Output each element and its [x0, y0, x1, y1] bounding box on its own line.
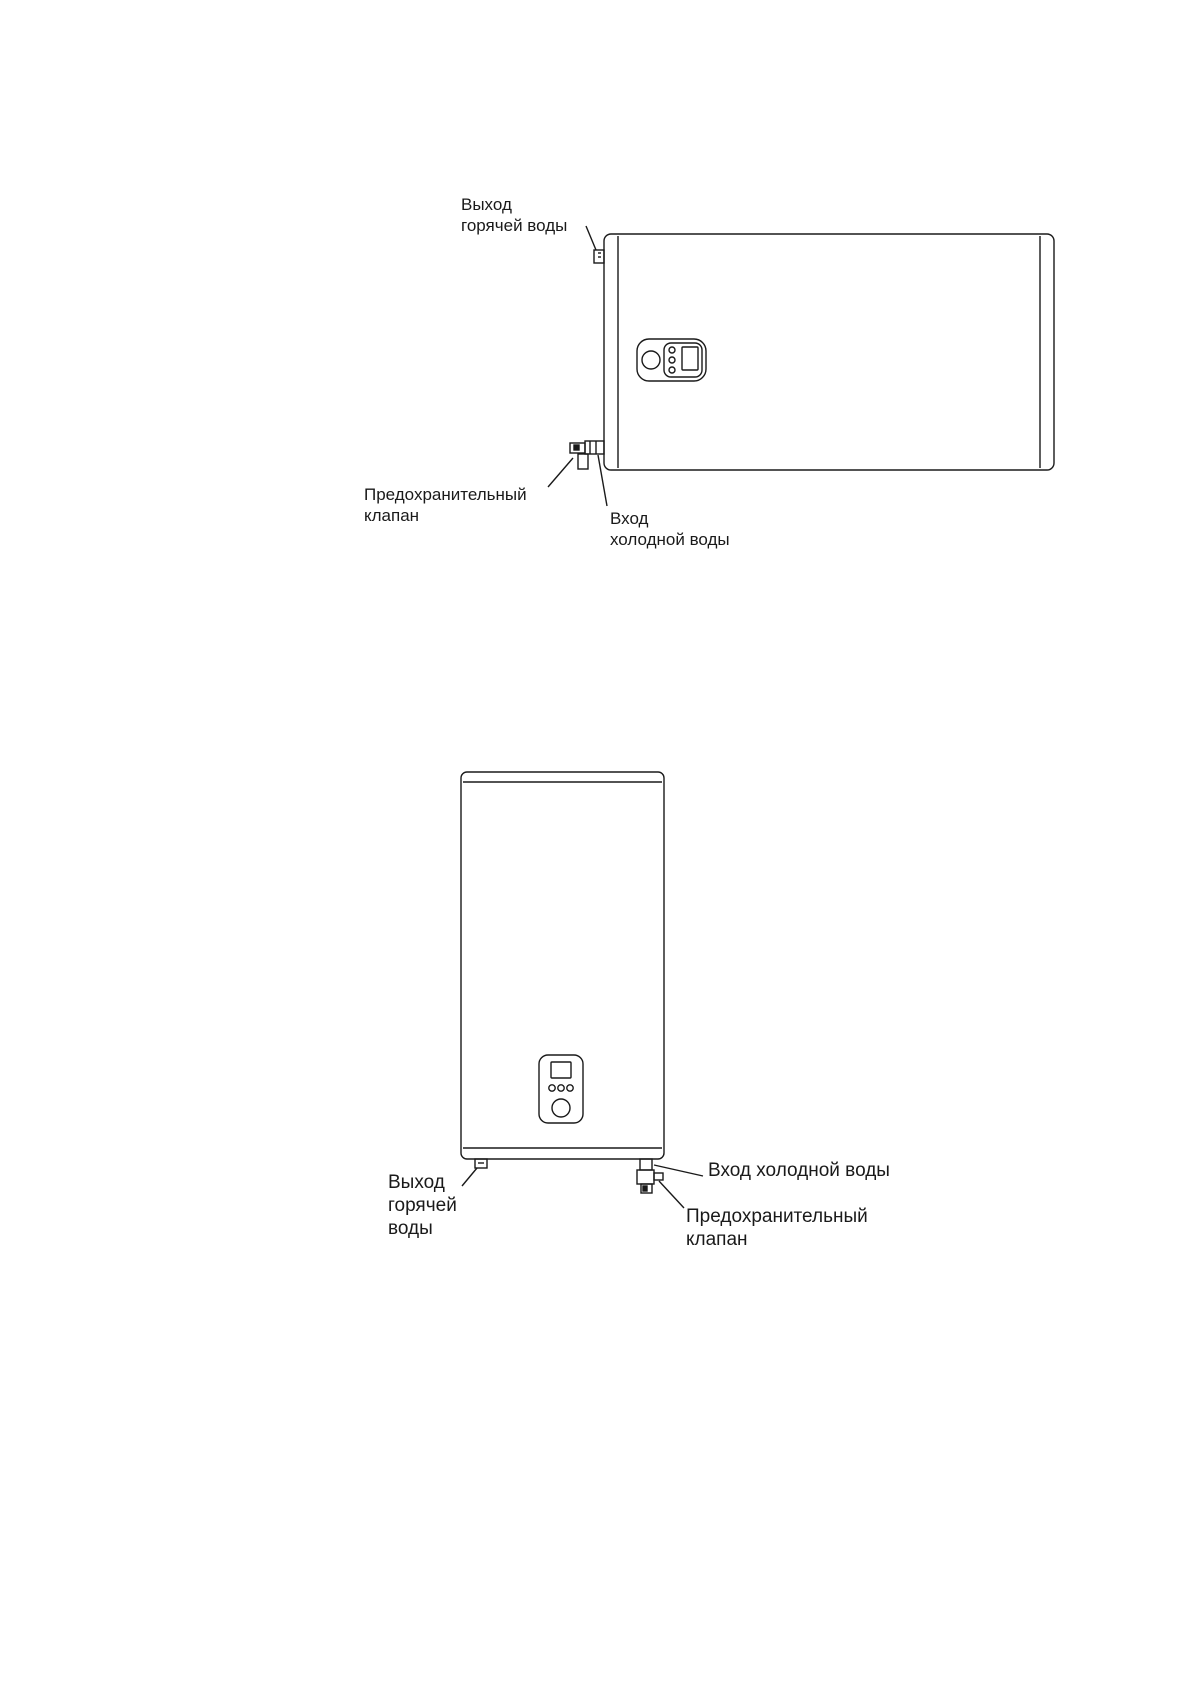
- vertical-safety-valve-leader: [658, 1180, 685, 1209]
- horizontal-hot-outlet-label: Выход горячей воды: [461, 194, 567, 236]
- horizontal-safety-valve-line-1: Предохранительный: [364, 485, 527, 504]
- vertical-hot-outlet-label: Выход горячей воды: [388, 1171, 457, 1240]
- vertical-safety-valve-label: Предохранительный клапан: [686, 1205, 868, 1251]
- horizontal-cold-inlet-line-1: Вход: [610, 509, 649, 528]
- horizontal-safety-valve-leader: [547, 457, 574, 488]
- vertical-safety-valve-line-1: Предохранительный: [686, 1206, 868, 1227]
- horizontal-cold-inlet-leader: [597, 454, 608, 507]
- horizontal-power-knob: [641, 350, 661, 370]
- horizontal-hot-outlet-fitting: [593, 249, 605, 264]
- vertical-cold-inlet-line-1: Вход холодной воды: [708, 1160, 890, 1181]
- horizontal-cold-inlet-label: Вход холодной воды: [610, 508, 730, 550]
- vertical-safety-valve-line-2: клапан: [686, 1229, 748, 1250]
- horizontal-heater: [547, 225, 1055, 507]
- horizontal-cold-inlet-line-2: холодной воды: [610, 530, 730, 549]
- vertical-safety-valve: [636, 1158, 664, 1194]
- vertical-heater-body: [460, 771, 665, 1160]
- horizontal-safety-valve-line-2: клапан: [364, 506, 420, 525]
- horizontal-heater-body: [603, 233, 1055, 471]
- vertical-hot-outlet-line-1: Выход: [388, 1172, 445, 1193]
- vertical-power-knob: [551, 1098, 571, 1118]
- vertical-control-panel: [538, 1054, 584, 1124]
- horizontal-display: [681, 346, 699, 371]
- horizontal-hot-outlet-line-1: Выход: [461, 195, 512, 214]
- vertical-cold-inlet-label: Вход холодной воды: [708, 1159, 890, 1182]
- vertical-cold-inlet-leader: [653, 1164, 704, 1177]
- vertical-heater: [460, 771, 704, 1209]
- vertical-hot-outlet-line-3: воды: [388, 1218, 433, 1239]
- vertical-hot-outlet-line-2: горячей: [388, 1195, 457, 1216]
- vertical-display: [550, 1061, 572, 1079]
- horizontal-safety-valve: [569, 440, 605, 470]
- horizontal-hot-outlet-leader: [585, 225, 597, 251]
- vertical-hot-outlet-fitting: [474, 1158, 488, 1169]
- horizontal-hot-outlet-line-2: горячей воды: [461, 216, 568, 235]
- horizontal-safety-valve-label: Предохранительный клапан: [364, 484, 527, 526]
- vertical-hot-outlet-leader: [461, 1167, 478, 1187]
- horizontal-control-panel: [636, 338, 707, 382]
